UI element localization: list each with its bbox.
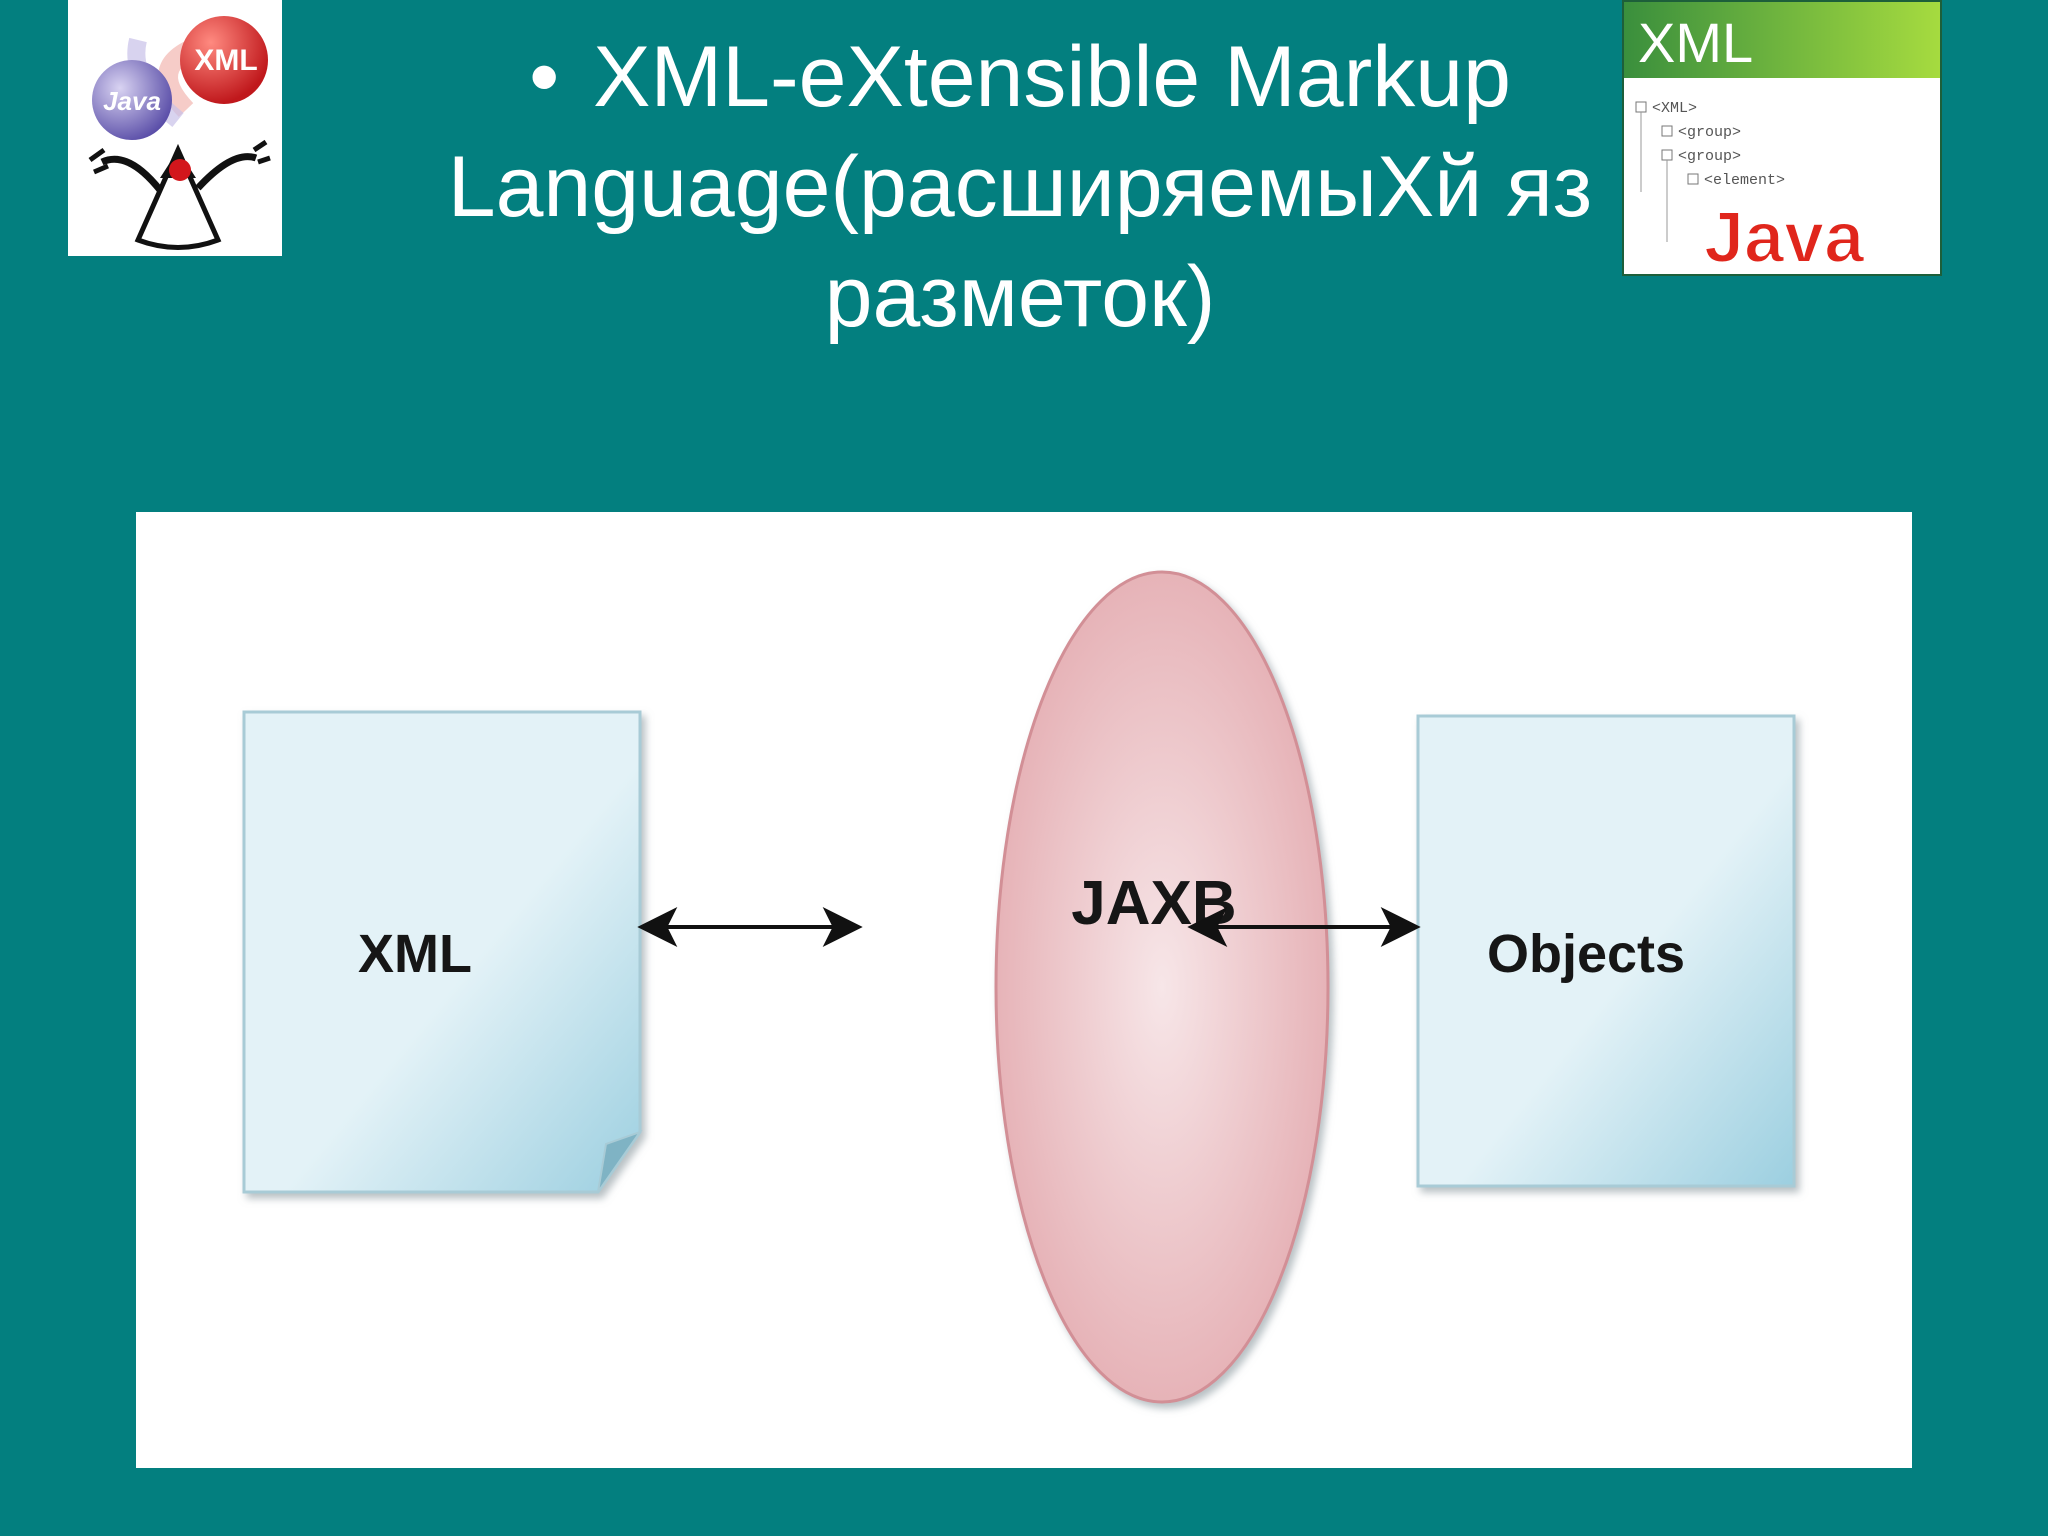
logo-java-text: Java (1704, 198, 1865, 274)
diagram-canvas: XML JAXB Objects (242, 570, 1796, 1404)
tree-line-1: <XML> (1652, 100, 1697, 117)
xml-java-logo: XML <XML> <group> <group> <element> Java (1622, 0, 1942, 276)
xml-node-label: XML (358, 924, 472, 984)
title-line-2: Language(расширяемыXй яз (447, 139, 1593, 235)
slide-title: • XML-eXtensible Markup Language(расширяе… (380, 22, 1660, 352)
xml-tree-java-logo-icon: XML <XML> <group> <group> <element> Java (1624, 2, 1940, 274)
mascot-java-text: Java (103, 86, 161, 116)
title-line-1: • XML-eXtensible Markup (380, 22, 1660, 132)
objects-node-label: Objects (1487, 924, 1685, 984)
tree-line-3: <group> (1678, 148, 1741, 165)
tree-line-2: <group> (1678, 124, 1741, 141)
java-xml-mascot-logo: Java XML (68, 0, 282, 256)
title-line-1-text: XML-eXtensible Markup (593, 29, 1511, 125)
jaxb-diagram: XML JAXB Objects (136, 512, 1912, 1468)
objects-node: Objects (1416, 714, 1796, 1188)
mascot-xml-text: XML (194, 44, 257, 77)
jaxb-node: JAXB (994, 570, 1330, 1404)
logo-xml-text: XML (1638, 11, 1753, 74)
xml-node: XML (242, 710, 643, 1194)
title-line-3: разметок) (824, 249, 1216, 345)
tree-line-4: <element> (1704, 172, 1785, 189)
bullet-icon: • (529, 29, 560, 125)
java-duke-xml-mascot-icon: Java XML (88, 16, 271, 250)
